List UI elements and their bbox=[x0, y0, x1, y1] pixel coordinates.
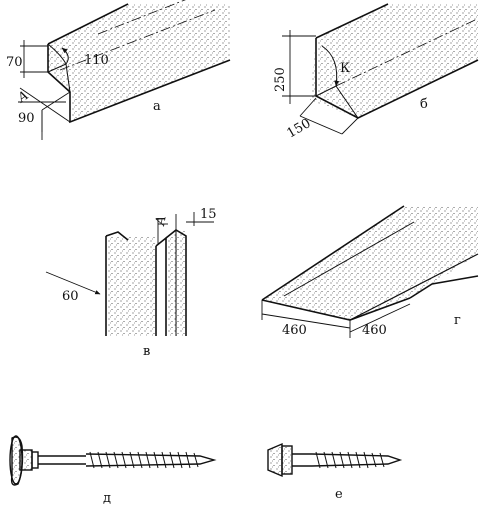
figure-b-profile bbox=[310, 3, 479, 119]
figure-a-profile bbox=[47, 0, 231, 124]
figure-b-dimensions bbox=[282, 30, 359, 135]
figure-v-profile bbox=[105, 229, 187, 336]
figure-g-right-dim: 460 bbox=[362, 323, 387, 338]
figure-v-width-dim: 60 bbox=[62, 289, 79, 304]
figure-g-label: г bbox=[454, 313, 461, 328]
figure-e-screw bbox=[267, 442, 403, 478]
figure-a-marker: А bbox=[14, 88, 31, 107]
figure-d-label: д bbox=[103, 491, 111, 506]
figure-g-profile bbox=[261, 205, 479, 321]
figure-v-marker: А bbox=[153, 214, 170, 227]
figure-v-dimensions bbox=[45, 212, 214, 295]
figure-e-label: е bbox=[335, 487, 343, 502]
figure-v-gap-dim: 15 bbox=[200, 207, 217, 222]
figure-a-dimensions bbox=[18, 40, 71, 140]
figure-a-label: а bbox=[153, 99, 161, 114]
figure-a-depth-dim: 90 bbox=[18, 111, 35, 126]
figure-b-height-dim: 250 bbox=[273, 67, 288, 92]
figure-d-screw bbox=[9, 435, 217, 486]
figure-g-dimensions bbox=[261, 300, 411, 338]
figure-g-left-dim: 460 bbox=[282, 323, 307, 338]
figure-b-label: б bbox=[420, 97, 428, 112]
figure-a-angle-dim: 110 bbox=[84, 53, 109, 68]
figure-b-marker: К bbox=[340, 61, 350, 76]
figure-v-label: в bbox=[143, 344, 150, 359]
figure-a-height-dim: 70 bbox=[6, 55, 23, 70]
